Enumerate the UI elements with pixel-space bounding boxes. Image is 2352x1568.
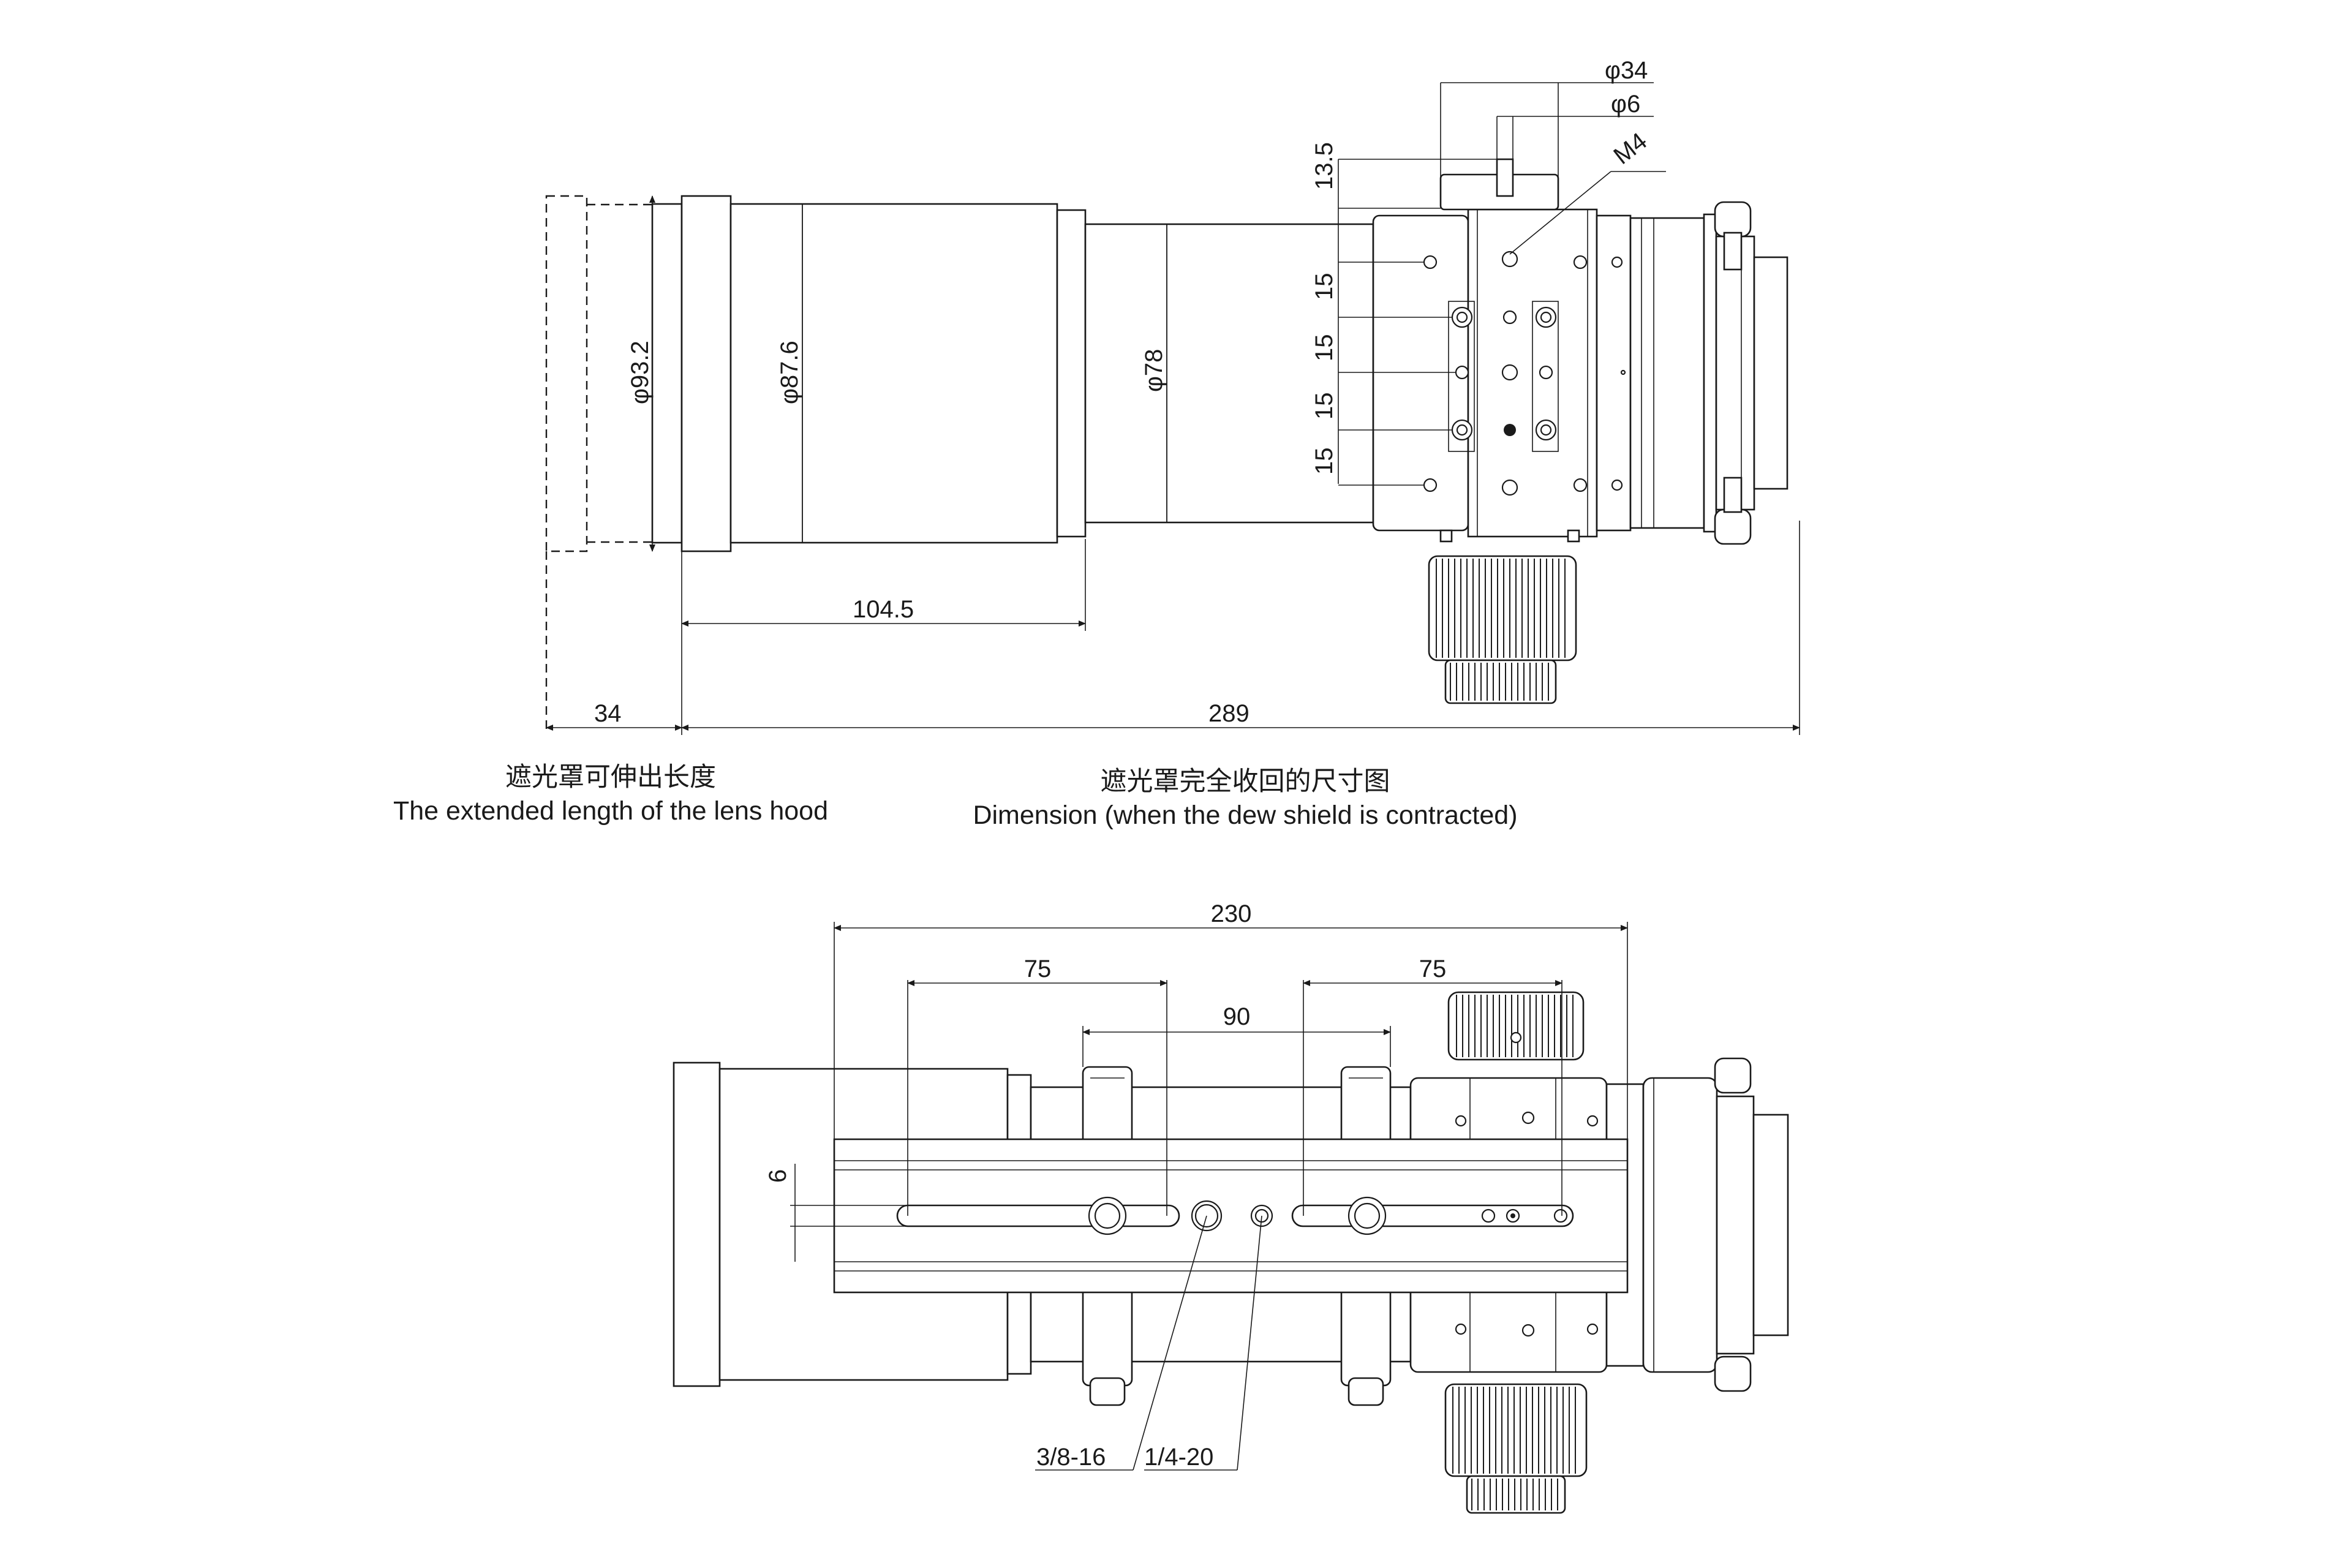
dim-length-289: 289: [1208, 700, 1250, 727]
dim-slot-left-75: 75: [1024, 956, 1052, 982]
dim-dia-6: φ6: [1611, 91, 1640, 118]
dim-pitch-15-a: 15: [1311, 273, 1338, 301]
dim-offset-6: 6: [764, 1169, 791, 1183]
dim-dia-87-6: φ87.6: [776, 341, 803, 404]
caption-contracted-en: Dimension (when the dew shield is contra…: [973, 801, 1517, 830]
main-tube: [1084, 223, 1374, 524]
dim-slot-right-75: 75: [1419, 956, 1447, 982]
dim-dia-34: φ34: [1605, 57, 1648, 84]
dim-dia-78: φ78: [1140, 349, 1167, 392]
bottom-view: 230 75 75 90 6 3/8-16 1/4-20: [673, 900, 1789, 1514]
dim-ring-spacing-90: 90: [1223, 1003, 1251, 1030]
dim-length-104-5: 104.5: [853, 596, 914, 623]
focus-knob-upper: [1447, 991, 1585, 1061]
caption-extended-hood-en: The extended length of the lens hood: [393, 796, 828, 826]
bottom-view-dimension-lines: [790, 922, 1628, 1471]
focus-knob-lower: [1444, 1383, 1588, 1514]
dim-height-13-5: 13.5: [1311, 142, 1338, 190]
caption-contracted-cn: 遮光罩完全收回的尺寸图: [1101, 767, 1390, 796]
dew-shield: [651, 195, 1087, 552]
dovetail-plate: [833, 1138, 1629, 1294]
bottom-drawtube: [1714, 1057, 1789, 1392]
top-view-dimension-lines: [546, 82, 1800, 735]
dim-length-34: 34: [594, 700, 622, 727]
thread-label-1-4-20: 1/4-20: [1144, 1444, 1213, 1471]
dim-pitch-15-d: 15: [1311, 448, 1338, 475]
focuser-mounting-holes: [1423, 251, 1626, 496]
focus-knob-top-view: [1428, 555, 1577, 704]
dim-pitch-15-b: 15: [1311, 334, 1338, 362]
dim-pitch-15-c: 15: [1311, 393, 1338, 420]
extended-dew-shield-outline: [545, 195, 652, 732]
caption-extended-hood-cn: 遮光罩可伸出长度: [505, 763, 716, 792]
dim-thread-m4: M4: [1608, 127, 1652, 170]
dim-length-230: 230: [1211, 900, 1252, 927]
drawtube-assembly: [1714, 201, 1789, 545]
dim-dia-93-2: φ93.2: [627, 341, 654, 404]
top-view: φ34 φ6 M4 13.5 15 15 15 15 φ93.2 φ87.6 φ…: [393, 57, 1800, 830]
thread-label-3-8-16: 3/8-16: [1036, 1444, 1106, 1471]
